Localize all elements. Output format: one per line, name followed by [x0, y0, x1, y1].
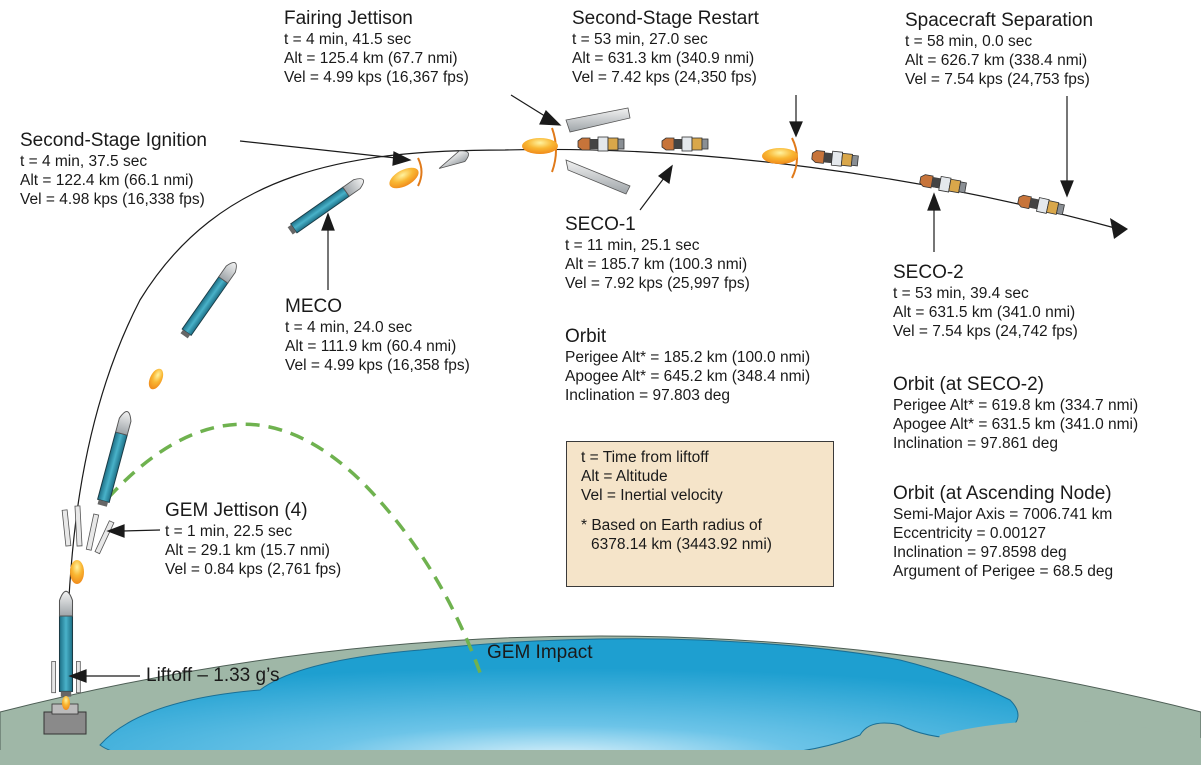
- orbit-apogee: Apogee Alt* = 631.5 km (341.0 nmi): [893, 416, 1139, 433]
- liftoff-label: Liftoff – 1.33 g’s: [146, 665, 279, 687]
- event-title: Liftoff – 1.33 g’s: [146, 665, 280, 686]
- upper-stage-icon: [661, 136, 709, 152]
- event-altitude: Alt = 631.3 km (340.9 nmi): [572, 50, 755, 67]
- spacecraft-separation-label: Spacecraft Separation t = 58 min, 0.0 se…: [905, 10, 1093, 89]
- orbit-perigee: Perigee Alt* = 185.2 km (100.0 nmi): [565, 349, 811, 366]
- upper-stage-icon: [1016, 192, 1066, 218]
- second-stage-restart-label: Second-Stage Restart t = 53 min, 27.0 se…: [572, 8, 759, 87]
- event-time: t = 4 min, 41.5 sec: [284, 31, 412, 48]
- orbit-semi-major-axis: Semi-Major Axis = 7006.741 km: [893, 506, 1113, 523]
- legend-footnote: * Based on Earth radius of: [581, 517, 762, 534]
- rocket-icon: [179, 259, 241, 340]
- orbit-inclination: Inclination = 97.803 deg: [565, 387, 731, 404]
- orbit-seco2-block: Orbit (at SECO-2) Perigee Alt* = 619.8 k…: [893, 374, 1138, 453]
- flame-icon: [522, 138, 558, 154]
- event-velocity: Vel = 7.54 kps (24,742 fps): [893, 323, 1078, 340]
- event-velocity: Vel = 4.98 kps (16,338 fps): [20, 191, 205, 208]
- event-velocity: Vel = 7.42 kps (24,350 fps): [572, 69, 757, 86]
- flame-icon: [762, 148, 798, 164]
- event-velocity: Vel = 4.99 kps (16,367 fps): [284, 69, 469, 86]
- orbit-block: Orbit Perigee Alt* = 185.2 km (100.0 nmi…: [565, 326, 810, 405]
- gem-impact-label: GEM Impact: [487, 642, 593, 664]
- trajectory-line: [65, 148, 1116, 707]
- event-velocity: Vel = 0.84 kps (2,761 fps): [165, 561, 342, 578]
- event-time: t = 4 min, 37.5 sec: [20, 153, 148, 170]
- event-time: t = 4 min, 24.0 sec: [285, 319, 413, 336]
- event-title: Fairing Jettison: [284, 8, 413, 29]
- event-title: Second-Stage Restart: [572, 8, 759, 29]
- event-altitude: Alt = 626.7 km (338.4 nmi): [905, 52, 1088, 69]
- orbit-perigee: Perigee Alt* = 619.8 km (334.7 nmi): [893, 397, 1139, 414]
- event-time: t = 53 min, 39.4 sec: [893, 285, 1029, 302]
- event-time: t = 1 min, 22.5 sec: [165, 523, 293, 540]
- event-time: t = 53 min, 27.0 sec: [572, 31, 708, 48]
- second-stage-ignition-label: Second-Stage Ignition t = 4 min, 37.5 se…: [20, 130, 207, 209]
- orbit-eccentricity: Eccentricity = 0.00127: [893, 525, 1046, 542]
- ocean: [99, 638, 1019, 757]
- legend-time: t = Time from liftoff: [581, 449, 709, 466]
- legend-footnote-value: 6378.14 km (3443.92 nmi): [591, 536, 772, 553]
- event-altitude: Alt = 29.1 km (15.7 nmi): [165, 542, 330, 559]
- event-title: Spacecraft Separation: [905, 10, 1094, 31]
- flame-icon: [389, 167, 419, 189]
- event-altitude: Alt = 631.5 km (341.0 nmi): [893, 304, 1076, 321]
- event-title: GEM Impact: [487, 642, 593, 663]
- arrowhead-icon: [1110, 218, 1128, 239]
- fairing-icon: [438, 150, 469, 169]
- event-altitude: Alt = 111.9 km (60.4 nmi): [285, 338, 457, 355]
- gem-jettison-label: GEM Jettison (4) t = 1 min, 22.5 sec Alt…: [165, 500, 341, 579]
- flame-icon: [148, 368, 164, 390]
- fairing-jettison-label: Fairing Jettison t = 4 min, 41.5 sec Alt…: [284, 8, 469, 87]
- rocket-icon: [51, 590, 81, 698]
- legend-altitude: Alt = Altitude: [581, 468, 668, 485]
- fairing-icon: [565, 107, 631, 195]
- meco-label: MECO t = 4 min, 24.0 sec Alt = 111.9 km …: [285, 296, 470, 375]
- event-altitude: Alt = 125.4 km (67.7 nmi): [284, 50, 458, 67]
- event-altitude: Alt = 122.4 km (66.1 nmi): [20, 172, 194, 189]
- event-time: t = 11 min, 25.1 sec: [565, 237, 700, 254]
- event-time: t = 58 min, 0.0 sec: [905, 33, 1033, 50]
- upper-stage-icon: [918, 172, 968, 196]
- legend-spacer: [581, 505, 823, 516]
- flame-icon: [70, 560, 84, 584]
- upper-stage-icon: [810, 148, 860, 169]
- orbit-inclination: Inclination = 97.8598 deg: [893, 544, 1067, 561]
- event-title: Second-Stage Ignition: [20, 130, 207, 151]
- seco-1-label: SECO-1 t = 11 min, 25.1 sec Alt = 185.7 …: [565, 214, 750, 293]
- event-velocity: Vel = 7.92 kps (25,997 fps): [565, 275, 750, 292]
- event-title: GEM Jettison (4): [165, 500, 308, 521]
- legend-box: t = Time from liftoff Alt = Altitude Vel…: [566, 441, 834, 587]
- orbit-apogee: Apogee Alt* = 645.2 km (348.4 nmi): [565, 368, 811, 385]
- orbit-title: Orbit (at SECO-2): [893, 374, 1044, 395]
- orbit-title: Orbit: [565, 326, 607, 347]
- seco-2-label: SECO-2 t = 53 min, 39.4 sec Alt = 631.5 …: [893, 262, 1078, 341]
- upper-stage-icon: [577, 136, 625, 152]
- flame-icon: [62, 696, 70, 710]
- pointer-arrows: [68, 94, 1074, 683]
- event-title: MECO: [285, 296, 342, 317]
- event-velocity: Vel = 7.54 kps (24,753 fps): [905, 71, 1090, 88]
- event-title: SECO-1: [565, 214, 636, 235]
- event-title: SECO-2: [893, 262, 964, 283]
- event-velocity: Vel = 4.99 kps (16,358 fps): [285, 357, 470, 374]
- orbit-inclination: Inclination = 97.861 deg: [893, 435, 1059, 452]
- orbit-node-block: Orbit (at Ascending Node) Semi-Major Axi…: [893, 483, 1113, 581]
- orbit-title: Orbit (at Ascending Node): [893, 483, 1112, 504]
- orbit-argument-of-perigee: Argument of Perigee = 68.5 deg: [893, 563, 1114, 580]
- gem-impact-path: [106, 422, 484, 679]
- legend-velocity: Vel = Inertial velocity: [581, 487, 723, 504]
- event-altitude: Alt = 185.7 km (100.3 nmi): [565, 256, 748, 273]
